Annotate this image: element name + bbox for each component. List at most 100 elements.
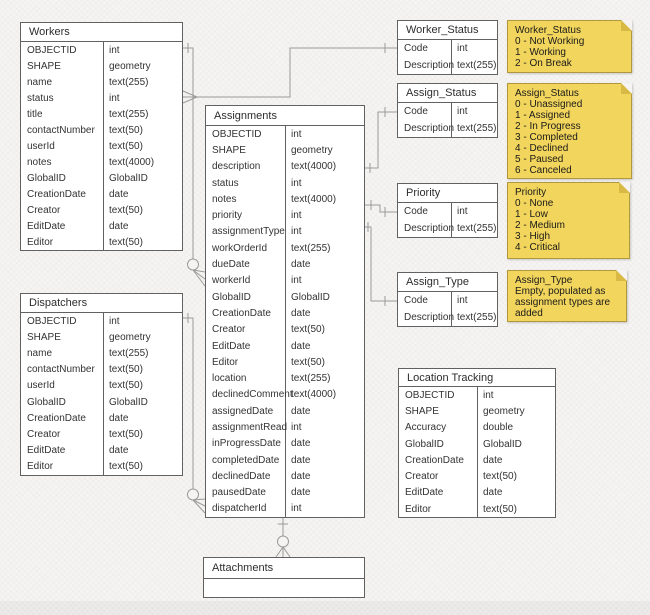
field-name: GlobalID (21, 170, 104, 186)
field-name: CreationDate (21, 186, 104, 202)
field-name: name (21, 74, 104, 90)
field-type: GlobalID (483, 438, 522, 450)
field-name: GlobalID (21, 393, 104, 411)
connector-assignments-assign-status[interactable] (365, 107, 397, 173)
field-name: assignedDate (206, 403, 286, 420)
field-type: text(50) (109, 204, 143, 216)
field-row: EditDate date (21, 218, 182, 234)
field-name: Creator (206, 321, 286, 338)
field-name: GlobalID (206, 288, 286, 306)
field-type: text(50) (483, 503, 517, 515)
field-name: title (21, 106, 104, 122)
table-title-assign-status: Assign_Status (398, 84, 497, 103)
field-name: status (21, 90, 104, 106)
connector-assignments-assign-type[interactable] (365, 222, 397, 306)
connector-assignments-priority[interactable] (365, 200, 397, 217)
field-type: text(255) (109, 108, 149, 120)
table-title-dispatchers: Dispatchers (21, 294, 182, 313)
field-row: title text(255) (21, 106, 182, 122)
field-name: workerId (206, 272, 286, 289)
note-line: 2 - In Progress (515, 121, 581, 132)
field-name: Creator (21, 202, 104, 218)
field-name: Accuracy (399, 419, 478, 436)
field-type: date (109, 188, 129, 200)
field-name: Code (398, 103, 452, 120)
note-line: 0 - None (515, 198, 554, 209)
field-name: CreationDate (206, 305, 286, 322)
connector-worker-status-workers[interactable] (182, 43, 397, 104)
field-type: text(255) (457, 312, 497, 323)
field-name: contactNumber (21, 122, 104, 138)
field-name: Editor (399, 501, 478, 518)
field-type: geometry (109, 60, 151, 72)
field-name: Description (398, 309, 454, 326)
field-name: dispatcherId (206, 500, 286, 518)
many-crowfoot-icon (192, 498, 206, 514)
note-line: 3 - Completed (515, 132, 578, 143)
note-line: 2 - Medium (515, 220, 566, 231)
note-line: 3 - High (515, 231, 551, 242)
note-line: 0 - Unassigned (515, 99, 583, 110)
field-name: description (206, 158, 286, 175)
connector-workers-assignments[interactable] (183, 43, 206, 287)
field-type: text(50) (109, 236, 143, 248)
field-type: GlobalID (109, 396, 148, 408)
table-title-worker-status: Worker_Status (398, 21, 497, 40)
field-type: date (109, 445, 129, 457)
field-name: EditDate (21, 442, 104, 459)
field-type: date (109, 220, 129, 232)
field-name: OBJECTID (399, 387, 478, 404)
field-name: Description (398, 57, 454, 74)
field-type: int (291, 226, 302, 238)
field-type: text(50) (109, 428, 143, 440)
note-line: 1 - Low (515, 209, 548, 220)
field-row: Editor text(50) (399, 501, 555, 518)
field-name: status (206, 174, 286, 192)
zero-circle-icon (187, 258, 199, 271)
table-title-priority: Priority (398, 184, 497, 203)
field-name: contactNumber (21, 361, 104, 378)
table-attachments[interactable]: Attachments (203, 557, 365, 598)
connector-assignments-attachments[interactable] (275, 515, 291, 558)
connector-dispatchers-assignments[interactable] (183, 313, 206, 514)
field-type: text(50) (291, 324, 325, 336)
field-type: text(50) (109, 140, 143, 152)
field-name: Code (398, 40, 452, 57)
field-name: EditDate (21, 218, 104, 234)
field-type: int (291, 128, 302, 140)
